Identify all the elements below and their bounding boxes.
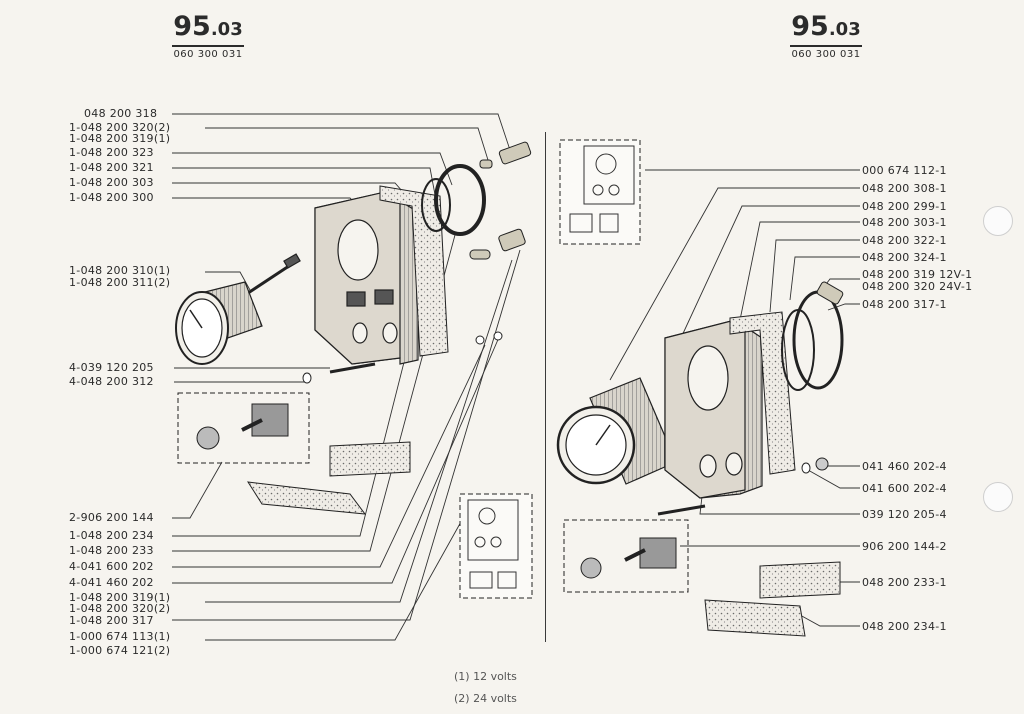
bulb-holder-right <box>816 281 844 305</box>
part-label: 1-048 200 311(2) <box>69 276 171 289</box>
gauge-right <box>556 377 677 485</box>
leader-line <box>172 249 521 621</box>
part-label: 048 200 318 <box>84 107 158 120</box>
leader-line <box>739 221 860 321</box>
leader-line <box>205 519 463 641</box>
leader-line <box>172 113 511 151</box>
part-label: 048 200 308-1 <box>862 182 947 195</box>
leader-line <box>609 187 860 381</box>
part-label: 1-048 200 319(1) <box>69 591 171 604</box>
toggle-switch-left <box>251 403 289 437</box>
leader-line <box>172 167 437 201</box>
seal-right <box>781 309 815 391</box>
part-label: 048 200 317-1 <box>862 298 947 311</box>
reference-code: 060 300 031 <box>791 49 861 60</box>
footnote-12v: (1) 12 volts <box>454 670 517 683</box>
part-label: 048 200 320 24V-1 <box>862 280 973 293</box>
part-label: 000 674 112-1 <box>862 164 947 177</box>
leader-line <box>799 614 860 627</box>
part-label: 1-048 200 300 <box>69 191 154 204</box>
leader-line <box>172 461 223 519</box>
switch-detail-box-left <box>177 392 310 464</box>
header-rule <box>172 45 244 47</box>
part-label: 041 600 202-4 <box>862 482 947 495</box>
part-label: 1-048 200 233 <box>69 544 154 557</box>
screw-left <box>329 362 376 374</box>
toggle-switch-right <box>639 537 677 569</box>
part-label: 2-906 200 144 <box>69 511 154 524</box>
gasket-right <box>729 311 796 475</box>
leader-line <box>827 303 860 311</box>
part-label: 1-048 200 323 <box>69 146 154 159</box>
leader-line <box>205 259 513 603</box>
terminal-block-left <box>247 441 411 515</box>
part-label: 1-000 674 121(2) <box>69 644 171 657</box>
part-label: 906 200 144-2 <box>862 540 947 553</box>
part-label: 048 200 299-1 <box>862 200 947 213</box>
page-number-sub: .03 <box>828 19 861 40</box>
binder-hole <box>983 206 1013 236</box>
leader-line <box>172 344 486 568</box>
part-label: 048 200 322-1 <box>862 234 947 247</box>
page-number-main: 95 <box>173 11 211 42</box>
washer-right <box>801 462 811 474</box>
part-label: 048 200 234-1 <box>862 620 947 633</box>
reference-code: 060 300 031 <box>173 49 243 60</box>
page-number-sub: .03 <box>210 19 243 40</box>
switch-knob-left <box>196 426 220 450</box>
switch-knob-right <box>580 557 602 579</box>
part-label: 1-048 200 303 <box>69 176 154 189</box>
switch-detail-box-right <box>563 519 689 593</box>
terminal-block-right <box>704 561 841 637</box>
page-number-main: 95 <box>791 11 829 42</box>
sleeve-left <box>302 372 312 384</box>
leader-line <box>172 334 501 584</box>
part-label: 041 460 202-4 <box>862 460 947 473</box>
ring-left <box>434 164 486 236</box>
part-label: 048 200 324-1 <box>862 251 947 264</box>
housing-right <box>664 319 763 499</box>
leader-line <box>205 127 489 161</box>
page-number-right: 95.03 060 300 031 <box>790 11 862 60</box>
seal-left <box>421 178 451 232</box>
part-label: 039 120 205-4 <box>862 508 947 521</box>
page-number-left: 95.03 060 300 031 <box>172 11 244 60</box>
nut-right <box>815 457 829 471</box>
part-label: 1-048 200 310(1) <box>69 264 171 277</box>
part-label: 1-048 200 234 <box>69 529 154 542</box>
leader-line <box>172 152 453 186</box>
leader-line <box>205 271 251 291</box>
part-label: 048 200 303-1 <box>862 216 947 229</box>
part-label: 048 200 233-1 <box>862 576 947 589</box>
binder-hole <box>983 482 1013 512</box>
bulb-holder-left <box>469 141 532 345</box>
part-label: 1-048 200 321 <box>69 161 154 174</box>
part-label: 1-048 200 317 <box>69 614 154 627</box>
part-label: 4-048 200 312 <box>69 375 154 388</box>
housing-left <box>314 191 419 365</box>
part-label: 1-048 200 320(2) <box>69 602 171 615</box>
center-divider <box>545 132 546 642</box>
ring-right <box>792 290 844 390</box>
part-label: 4-039 120 205 <box>69 361 154 374</box>
gauge-left <box>175 253 301 365</box>
part-label: 1-000 674 113(1) <box>69 630 171 643</box>
leader-line <box>769 239 860 313</box>
header-rule <box>790 45 862 47</box>
leader-line <box>679 205 860 341</box>
part-label: 4-041 460 202 <box>69 576 154 589</box>
part-label: 1-048 200 320(2) <box>69 121 171 134</box>
wiring-inset-left <box>459 493 533 599</box>
part-label: 1-048 200 319(1) <box>69 132 171 145</box>
part-label: 4-041 600 202 <box>69 560 154 573</box>
leader-line <box>789 256 860 301</box>
screw-right <box>657 504 706 516</box>
footnote-24v: (2) 24 volts <box>454 692 517 705</box>
part-label: 048 200 319 12V-1 <box>862 268 973 281</box>
leader-line <box>807 469 860 489</box>
